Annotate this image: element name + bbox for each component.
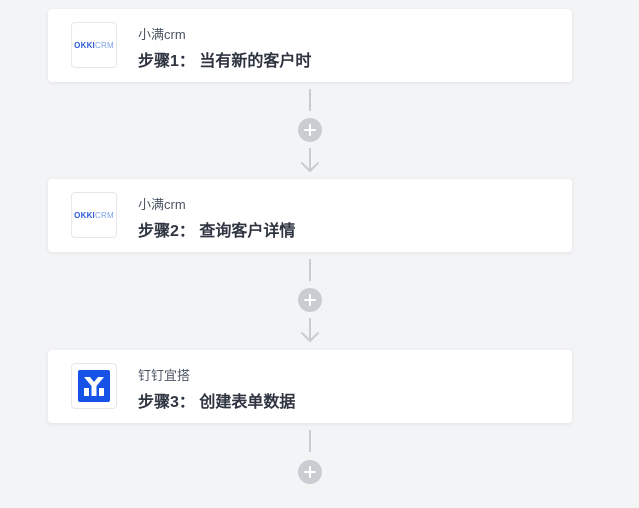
okki-crm-logo: OKKICRM	[71, 192, 117, 238]
step-title: 步骤1： 当有新的客户时	[138, 53, 312, 70]
arrow-down-icon	[301, 318, 319, 342]
yida-logo	[71, 363, 117, 409]
connector-line	[309, 259, 311, 281]
step-card-3[interactable]: 钉钉宜搭 步骤3： 创建表单数据	[48, 350, 572, 423]
add-step-button[interactable]	[298, 288, 322, 312]
add-step-button[interactable]	[298, 460, 322, 484]
okki-crm-logo-text: OKKICRM	[74, 210, 114, 220]
app-name: 钉钉宜搭	[138, 368, 191, 383]
app-name: 小满crm	[138, 197, 186, 212]
okki-crm-logo: OKKICRM	[71, 22, 117, 68]
step-card-1[interactable]: OKKICRM 小满crm 步骤1： 当有新的客户时	[48, 9, 572, 82]
step-title: 步骤2： 查询客户详情	[138, 223, 296, 240]
app-name: 小满crm	[138, 27, 186, 42]
add-step-button[interactable]	[298, 118, 322, 142]
connector-line	[309, 89, 311, 111]
yida-logo-icon	[78, 370, 110, 402]
okki-crm-logo-text: OKKICRM	[74, 40, 114, 50]
step-title: 步骤3： 创建表单数据	[138, 394, 296, 411]
step-card-2[interactable]: OKKICRM 小满crm 步骤2： 查询客户详情	[48, 179, 572, 252]
connector-line	[309, 430, 311, 452]
arrow-down-icon	[301, 148, 319, 172]
